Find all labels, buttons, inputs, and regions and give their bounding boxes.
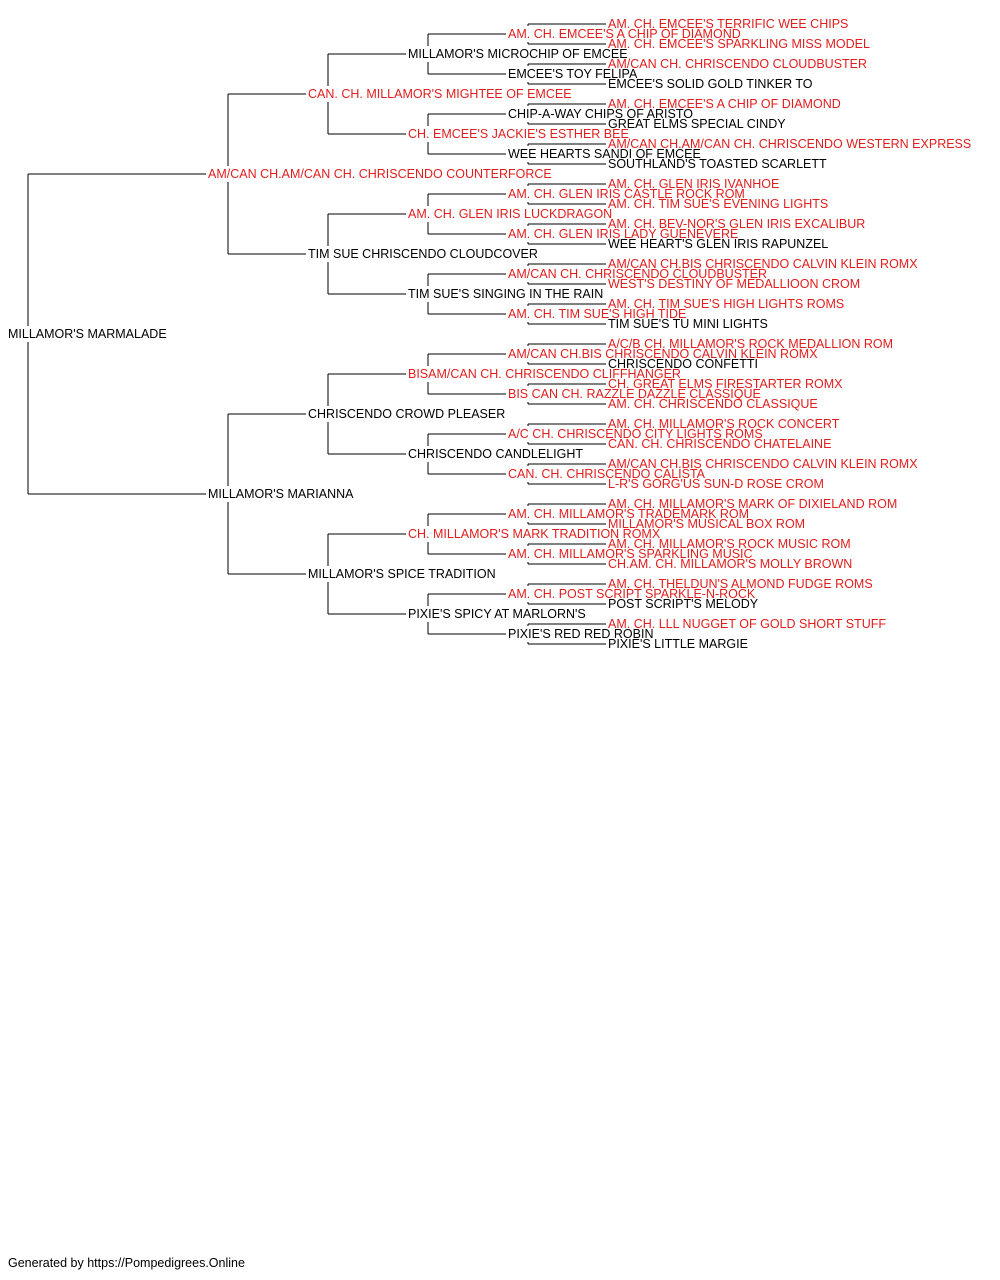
ancestor-name-gen5: L-R'S GORG'US SUN-D ROSE CROM [608,477,824,491]
ancestor-name-gen5: PIXIE'S LITTLE MARGIE [608,637,748,651]
ancestor-name-gen5: AM. CH. MILLAMOR'S MARK OF DIXIELAND ROM [608,497,897,511]
ancestor-name-gen5: CHRISCENDO CONFETTI [608,357,758,371]
ancestor-name-gen4: AM/CAN CH.BIS CHRISCENDO CALVIN KLEIN RO… [508,347,818,361]
ancestor-name-gen5: AM. CH. CHRISCENDO CLASSIQUE [608,397,818,411]
ancestor-name-gen5: AM/CAN CH.BIS CHRISCENDO CALVIN KLEIN RO… [608,257,918,271]
ancestor-name-gen3: BISAM/CAN CH. CHRISCENDO CLIFFHANGER [408,367,681,381]
ancestor-name-gen5: CH. GREAT ELMS FIRESTARTER ROMX [608,377,843,391]
pedigree-tree: MILLAMOR'S MARMALADE AM/CAN CH.AM/CAN CH.… [8,17,971,651]
ancestor-name-gen4: AM/CAN CH. CHRISCENDO CLOUDBUSTER [508,267,767,281]
ancestor-name-gen5: AM. CH. TIM SUE'S EVENING LIGHTS [608,197,828,211]
ancestor-name-gen5: AM. CH. EMCEE'S A CHIP OF DIAMOND [608,97,841,111]
footer-credit: Generated by https://Pompedigrees.Online [8,1256,245,1270]
ancestor-name-gen5: AM. CH. LLL NUGGET OF GOLD SHORT STUFF [608,617,886,631]
ancestor-name-gen1: AM/CAN CH.AM/CAN CH. CHRISCENDO COUNTERF… [208,167,552,181]
ancestor-name-gen3: PIXIE'S SPICY AT MARLORN'S [408,607,586,621]
subject-dog-name: MILLAMOR'S MARMALADE [8,327,167,341]
ancestor-name-gen4: WEE HEARTS SANDI OF EMCEE [508,147,701,161]
ancestor-name-gen2: CHRISCENDO CROWD PLEASER [308,407,505,421]
ancestor-name-gen3: MILLAMOR'S MICROCHIP OF EMCEE [408,47,628,61]
ancestor-name-gen5: AM. CH. BEV-NOR'S GLEN IRIS EXCALIBUR [608,217,865,231]
ancestor-name-gen5: MILLAMOR'S MUSICAL BOX ROM [608,517,805,531]
ancestor-name-gen4: AM. CH. GLEN IRIS LADY GUENEVERE [508,227,738,241]
ancestor-name-gen5: POST SCRIPT'S MELODY [608,597,759,611]
ancestor-name-gen5: SOUTHLAND'S TOASTED SCARLETT [608,157,827,171]
ancestor-name-gen5: AM. CH. EMCEE'S TERRIFIC WEE CHIPS [608,17,848,31]
ancestor-name-gen4: AM. CH. MILLAMOR'S SPARKLING MUSIC [508,547,753,561]
ancestor-name-gen4: BIS CAN CH. RAZZLE DAZZLE CLASSIQUE [508,387,761,401]
ancestor-name-gen2: TIM SUE CHRISCENDO CLOUDCOVER [308,247,538,261]
ancestor-name-gen2: CAN. CH. MILLAMOR'S MIGHTEE OF EMCEE [308,87,572,101]
ancestor-name-gen4: AM. CH. EMCEE'S A CHIP OF DIAMOND [508,27,741,41]
ancestor-name-gen1: MILLAMOR'S MARIANNA [208,487,354,501]
ancestor-name-gen4: AM. CH. MILLAMOR'S TRADEMARK ROM [508,507,749,521]
ancestor-name-gen3: CH. MILLAMOR'S MARK TRADITION ROMX [408,527,661,541]
ancestor-name-gen4: AM. CH. POST SCRIPT SPARKLE-N-ROCK [508,587,756,601]
ancestor-name-gen3: CH. EMCEE'S JACKIE'S ESTHER BEE [408,127,629,141]
ancestor-name-gen4: CHIP-A-WAY CHIPS OF ARISTO [508,107,693,121]
ancestor-name-gen3: CHRISCENDO CANDLELIGHT [408,447,583,461]
ancestor-name-gen5: AM. CH. MILLAMOR'S ROCK CONCERT [608,417,840,431]
ancestor-name-gen5: A/C/B CH. MILLAMOR'S ROCK MEDALLION ROM [608,337,893,351]
ancestor-name-gen4: AM. CH. TIM SUE'S HIGH TIDE [508,307,686,321]
ancestor-name-gen5: AM/CAN CH.BIS CHRISCENDO CALVIN KLEIN RO… [608,457,918,471]
ancestor-name-gen5: WEE HEART'S GLEN IRIS RAPUNZEL [608,237,828,251]
ancestor-name-gen5: AM. CH. THELDUN'S ALMOND FUDGE ROMS [608,577,873,591]
ancestor-name-gen3: TIM SUE'S SINGING IN THE RAIN [408,287,603,301]
ancestor-name-gen5: AM. CH. MILLAMOR'S ROCK MUSIC ROM [608,537,851,551]
ancestor-name-gen5: AM/CAN CH.AM/CAN CH. CHRISCENDO WESTERN … [608,137,971,151]
ancestor-name-gen5: AM/CAN CH. CHRISCENDO CLOUDBUSTER [608,57,867,71]
ancestor-name-gen5: WEST'S DESTINY OF MEDALLIOON CROM [608,277,860,291]
ancestor-name-gen5: CH.AM. CH. MILLAMOR'S MOLLY BROWN [608,557,852,571]
ancestor-name-gen4: A/C CH. CHRISCENDO CITY LIGHTS ROMS [508,427,763,441]
ancestor-name-gen5: CAN. CH. CHRISCENDO CHATELAINE [608,437,831,451]
ancestor-name-gen4: AM. CH. GLEN IRIS CASTLE ROCK ROM [508,187,745,201]
ancestor-name-gen4: PIXIE'S RED RED ROBIN [508,627,653,641]
ancestor-name-gen5: AM. CH. TIM SUE'S HIGH LIGHTS ROMS [608,297,844,311]
ancestor-name-gen5: GREAT ELMS SPECIAL CINDY [608,117,786,131]
ancestor-name-gen2: MILLAMOR'S SPICE TRADITION [308,567,496,581]
ancestor-name-gen3: AM. CH. GLEN IRIS LUCKDRAGON [408,207,612,221]
ancestor-name-gen4: CAN. CH. CHRISCENDO CALISTA [508,467,706,481]
ancestor-name-gen5: AM. CH. GLEN IRIS IVANHOE [608,177,779,191]
ancestor-name-gen4: EMCEE'S TOY FELIPA [508,67,638,81]
ancestor-name-gen5: TIM SUE'S TU MINI LIGHTS [608,317,768,331]
ancestor-name-gen5: AM. CH. EMCEE'S SPARKLING MISS MODEL [608,37,870,51]
ancestor-name-gen5: EMCEE'S SOLID GOLD TINKER TO [608,77,813,91]
